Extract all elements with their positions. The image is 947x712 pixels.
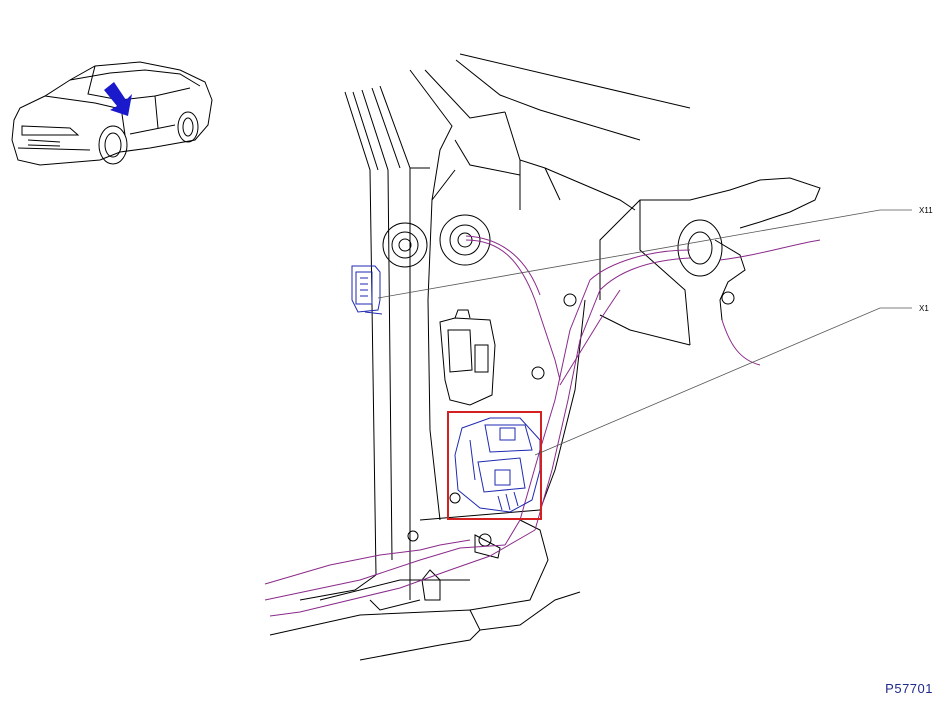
clip-fasteners (407, 293, 577, 559)
callout-x11: X11 (919, 206, 933, 215)
arrow-icon (104, 82, 132, 116)
body-structure (269, 53, 821, 661)
car-locator-icon (11, 61, 213, 166)
figure-id: P57701 (885, 681, 933, 696)
grommet-right (677, 219, 746, 321)
wiring-harness (264, 235, 821, 617)
callout-x1: X1 (919, 304, 929, 313)
leader-lines (377, 209, 912, 456)
grommet-left (382, 222, 428, 268)
highlight-box (447, 411, 542, 520)
connector-x1 (454, 417, 541, 513)
connector-x11 (351, 265, 383, 315)
grommet-center (439, 214, 491, 266)
